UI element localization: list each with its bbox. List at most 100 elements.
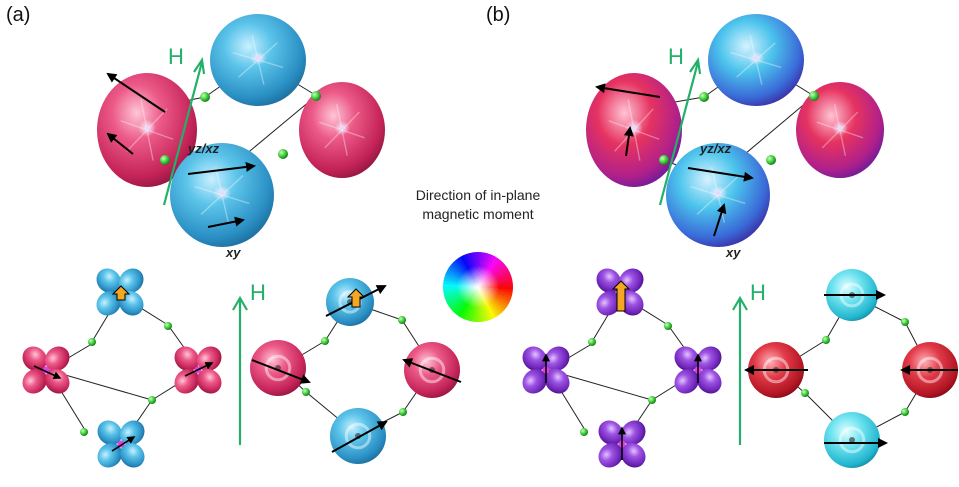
orbital-lobe [596, 291, 621, 316]
orbital-lobe [120, 420, 145, 445]
moment-arrow-a-left-low [106, 132, 134, 155]
metal-center [715, 190, 721, 196]
moment-arrow-a-ring-left [251, 359, 311, 384]
moment-arrow-fat [611, 280, 631, 312]
orbital-lobe [174, 369, 199, 394]
metal-center [837, 125, 843, 131]
metal-center [753, 55, 759, 61]
field-label-a-top: H [168, 44, 184, 69]
orbital-ring [418, 356, 446, 384]
metal-center [849, 437, 855, 443]
ligand-atom [148, 396, 156, 404]
panel-label-a: (a) [6, 4, 31, 26]
orbital-lobe [621, 420, 646, 445]
orbital-label-xy-b: xy [725, 245, 741, 260]
orbital-lobe [97, 420, 122, 445]
orbital-lobe [697, 346, 722, 371]
field-label-a-bottom: H [250, 280, 266, 305]
ligand-atom [200, 92, 210, 102]
metal-center [219, 190, 225, 196]
atom-layer [22, 14, 958, 468]
moment-arrow-fat [111, 285, 131, 301]
atom-b-bot-clover-right [674, 346, 722, 394]
orbital-lobe [197, 346, 222, 371]
field-arrow-b-bottom [732, 295, 748, 445]
moment-arrow-a-ring-top-orange [346, 288, 366, 308]
orbital-ring [344, 422, 372, 450]
moment-arrow-a-xy [207, 216, 245, 228]
orbital-ring [838, 426, 866, 454]
atom-a-bot-clover-right [174, 346, 222, 394]
field-label-b-bottom: H [750, 280, 766, 305]
atom-a-bot-clover-left [22, 346, 70, 394]
orbital-lobe [96, 291, 121, 316]
atom-a-top-upper-cyan [210, 14, 306, 106]
ligand-atom [88, 338, 96, 346]
panel-label-b: (b) [486, 4, 511, 26]
orbital-lobe [522, 346, 547, 371]
orbital-lobe [119, 268, 144, 293]
moment-arrow-b-left-low [623, 126, 634, 157]
atom-a-top-left-magenta [97, 73, 197, 187]
field-label-b-top: H [668, 44, 684, 69]
color-wheel-legend [442, 252, 513, 322]
ligand-atom [822, 336, 830, 344]
orbital-lobe [598, 420, 623, 445]
ligand-atom [80, 428, 88, 436]
orbital-lobe [545, 369, 570, 394]
field-arrow-a-bottom [232, 295, 248, 445]
orbital-label-yzxz-a: yz/xz [187, 141, 220, 156]
ligand-atom [901, 318, 909, 326]
field-arrow-a-top [162, 56, 206, 206]
atom-a-top-right-magenta [299, 82, 385, 178]
metal-center [339, 125, 345, 131]
moment-arrow-b-yzxz [687, 167, 754, 182]
moment-arrow-a-ring-right [402, 358, 462, 383]
caption-line-1: Direction of in-plane [415, 187, 541, 203]
moment-arrow-a-left-up [106, 72, 166, 113]
moment-arrow-a-clover-top [111, 285, 131, 301]
ligand-atom [399, 408, 407, 416]
atom-a-top-lower-cyan [170, 143, 274, 247]
orbital-lobe [545, 346, 570, 371]
moment-arrow-a-clover-left [33, 365, 62, 379]
atom-a-bot-ring-left [250, 340, 306, 396]
moment-arrow-a-ring-bottom [331, 421, 388, 453]
orbital-lobe [22, 346, 47, 371]
moment-arrow-b-clover-top [611, 280, 631, 312]
atom-b-top-right [796, 82, 884, 178]
atom-b-top-lower [666, 143, 770, 247]
moment-arrow-fat [346, 288, 366, 308]
orbital-lobe [674, 346, 699, 371]
ligand-atom [588, 338, 596, 346]
ligand-atom [664, 322, 672, 330]
orbital-lobe [598, 443, 623, 468]
orbital-lobe [45, 346, 70, 371]
ligand-atom [164, 322, 172, 330]
ligand-atom [659, 155, 669, 165]
atom-b-top-upper [708, 14, 804, 106]
moment-arrow-b-xy [713, 203, 727, 237]
color-wheel-caption: Direction of in-plane magnetic moment [388, 186, 568, 224]
orbital-lobe [120, 443, 145, 468]
moment-arrow-a-clover-bottom [111, 436, 136, 452]
moment-arrow-b-left-up [595, 83, 661, 98]
caption-line-2: magnetic moment [422, 206, 534, 222]
ligand-atom [901, 408, 909, 416]
orbital-lobe [697, 369, 722, 394]
ligand-atom [580, 428, 588, 436]
ligand-atom [278, 149, 288, 159]
orbital-lobe [621, 443, 646, 468]
ligand-atom [321, 337, 329, 345]
ligand-atom [398, 316, 406, 324]
metal-center [144, 125, 150, 131]
ligand-layer [80, 91, 909, 436]
orbital-label-xy-a: xy [225, 245, 241, 260]
orbital-lobe [174, 346, 199, 371]
atom-a-bot-clover-bottom [97, 420, 145, 468]
color-wheel-center-fade [443, 252, 513, 322]
ligand-atom [699, 92, 709, 102]
orbital-lobe [22, 369, 47, 394]
orbital-ring [264, 354, 292, 382]
moment-arrow-a-clover-right [184, 362, 214, 377]
